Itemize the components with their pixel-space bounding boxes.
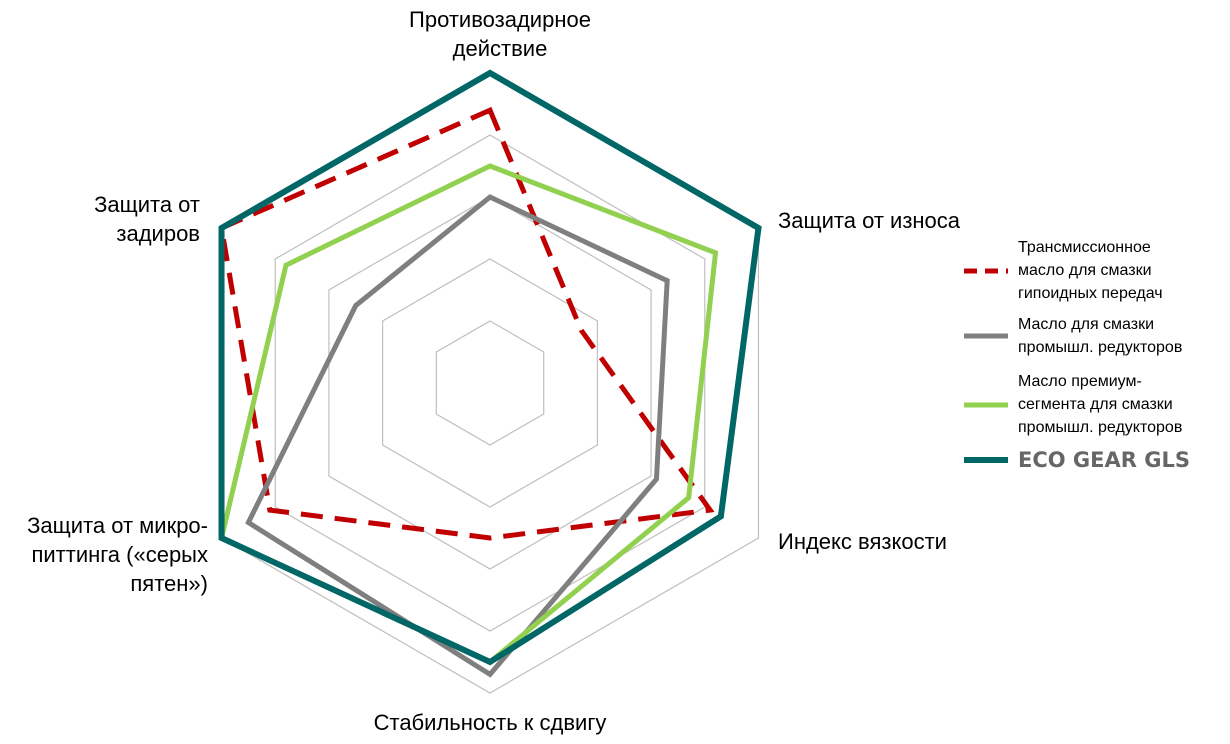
legend-swatch-gray (964, 333, 1008, 339)
grid-ring (382, 258, 598, 508)
legend-item-eco-gear: ECO GEAR GLS (962, 448, 1190, 472)
legend-swatch-dashed-red (964, 268, 1008, 273)
grid-ring (435, 320, 545, 446)
series-line-0 (218, 106, 715, 541)
legend-label: ECO GEAR GLS (1018, 448, 1190, 472)
legend-item-industrial: Масло для смазки промышл. редукторов (962, 313, 1182, 359)
legend-swatch-green (964, 402, 1008, 407)
axis-label-antiscuff: Противозадирное действие (409, 7, 591, 61)
axis-label-micropitting: Защита от микро- питтинга («серых пятен»… (27, 513, 208, 596)
legend-label: Трансмиссионное масло для смазки гипоидн… (1018, 239, 1163, 302)
series-line-3 (218, 69, 762, 666)
legend-label: Масло премиум- сегмента для смазки промы… (1018, 373, 1183, 436)
axis-label-shear-stability: Стабильность к сдвигу (373, 710, 607, 735)
legend-swatch-teal (964, 457, 1008, 463)
grid-ring (274, 134, 706, 632)
axis-label-wear: Защита от износа (778, 208, 961, 233)
legend-item-premium: Масло премиум- сегмента для смазки промы… (962, 370, 1182, 439)
axis-label-scuffing: Защита от задиров (94, 192, 200, 246)
series-line-1 (245, 194, 670, 678)
grid-ring (328, 196, 652, 570)
legend-label: Масло для смазки промышл. редукторов (1018, 316, 1183, 356)
axis-label-viscosity-index: Индекс вязкости (778, 529, 947, 554)
legend-item-hypoid: Трансмиссионное масло для смазки гипоидн… (962, 236, 1163, 305)
